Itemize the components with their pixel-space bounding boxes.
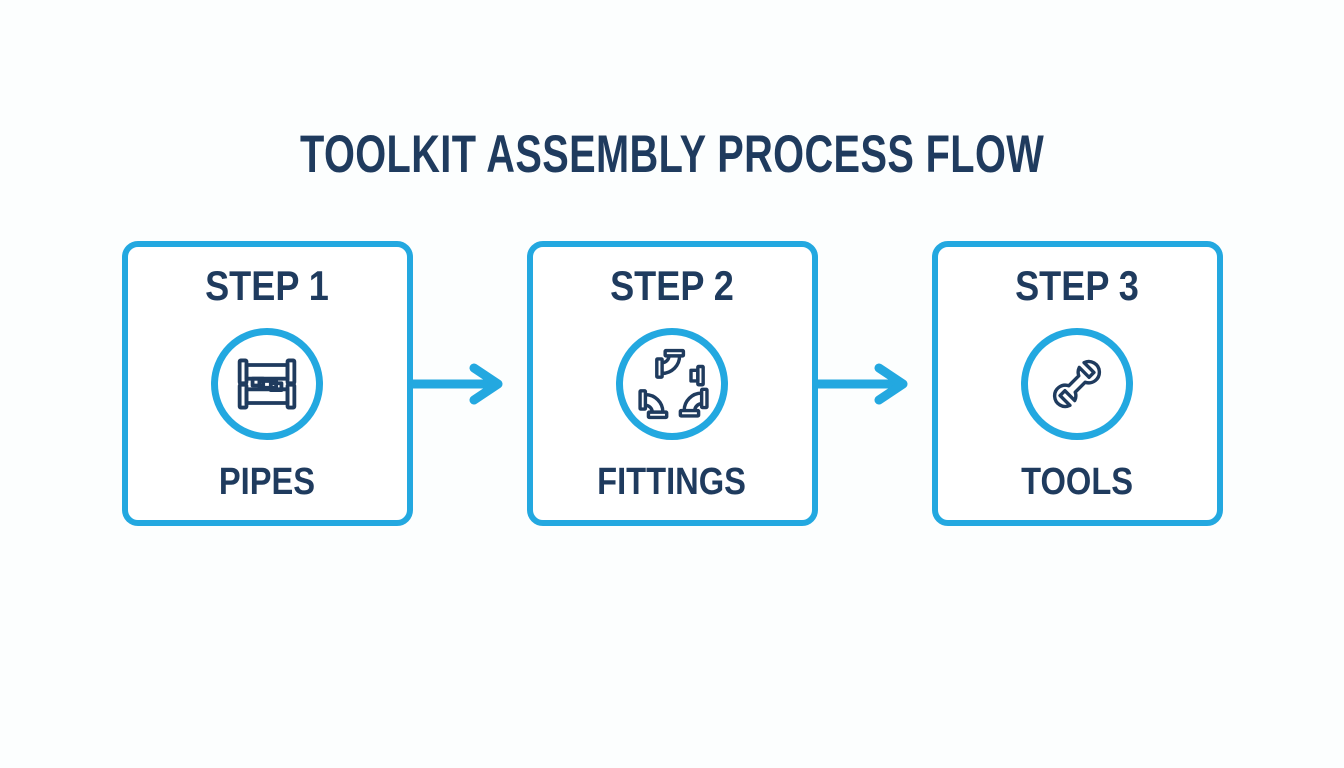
icon-ring bbox=[616, 328, 728, 440]
step-number-text: STEP 3 bbox=[1015, 262, 1139, 309]
flow-connector-1 bbox=[412, 362, 527, 406]
fittings-icon bbox=[638, 348, 709, 420]
page-title: TOOLKIT ASSEMBLY PROCESS FLOW bbox=[0, 0, 1344, 181]
step-number: STEP 1 bbox=[195, 265, 339, 307]
arrow-right-icon bbox=[817, 363, 907, 404]
step-card-tools: STEP 3 TOOLS bbox=[931, 241, 1223, 526]
flow-connector-2 bbox=[817, 362, 932, 406]
pipes-icon bbox=[237, 358, 297, 410]
step-number-text: STEP 2 bbox=[610, 262, 734, 309]
wrench-icon bbox=[1052, 359, 1102, 409]
step-card-fittings: STEP 2 bbox=[526, 241, 818, 526]
step-item-text: PIPES bbox=[218, 461, 316, 503]
step-item-text: FITTINGS bbox=[597, 461, 747, 503]
step-item: FITTINGS bbox=[585, 463, 758, 501]
step-card-pipes: STEP 1 PIPES bbox=[121, 241, 413, 526]
step-item: PIPES bbox=[211, 463, 323, 501]
step-number-text: STEP 1 bbox=[205, 262, 329, 309]
arrow-right-icon bbox=[412, 363, 502, 404]
process-flow: STEP 1 PIPES bbox=[0, 241, 1344, 526]
step-item-text: TOOLS bbox=[1021, 461, 1133, 503]
icon-ring bbox=[211, 328, 323, 440]
step-number: STEP 3 bbox=[1005, 265, 1149, 307]
page-title-text: TOOLKIT ASSEMBLY PROCESS FLOW bbox=[299, 125, 1045, 184]
step-number: STEP 2 bbox=[600, 265, 744, 307]
infographic-canvas: TOOLKIT ASSEMBLY PROCESS FLOW STEP 1 PIP… bbox=[0, 0, 1344, 526]
icon-ring bbox=[1021, 328, 1133, 440]
step-item: TOOLS bbox=[1012, 463, 1142, 501]
